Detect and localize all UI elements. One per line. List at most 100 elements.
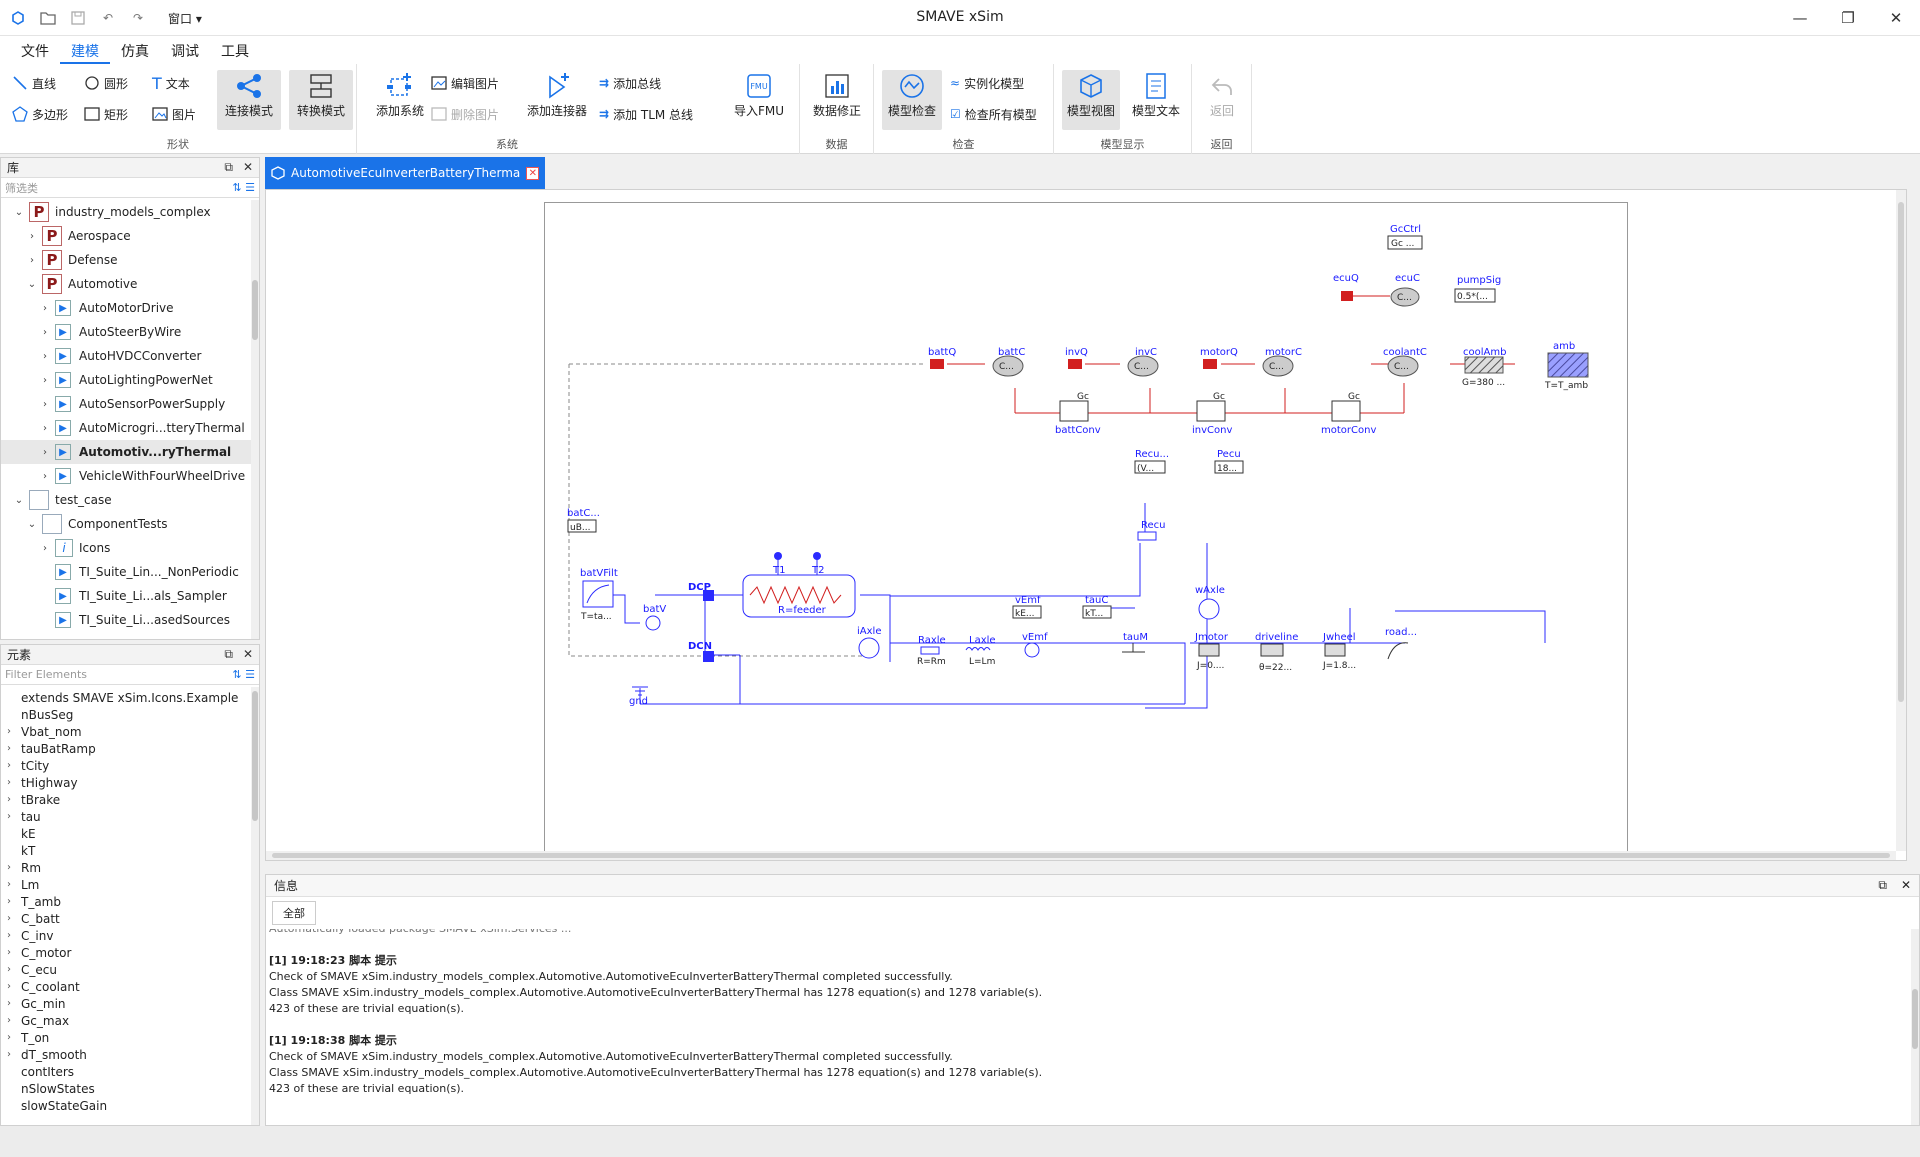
chevron-right-icon[interactable]: ›	[43, 374, 47, 386]
add-tlm-bus-button[interactable]: ⇉添加 TLM 总线	[599, 107, 694, 122]
element-item[interactable]: ›C_batt	[1, 910, 259, 927]
info-tab-all[interactable]: 全部	[272, 901, 316, 925]
chevron-right-icon[interactable]: ›	[7, 1049, 11, 1060]
menu-simulation[interactable]: 仿真	[121, 44, 149, 60]
data-fix-button[interactable]: 数据修正	[806, 70, 868, 119]
chevron-down-icon[interactable]: ⌄	[14, 206, 24, 218]
chevron-right-icon[interactable]: ›	[7, 964, 11, 975]
chevron-right-icon[interactable]: ›	[43, 422, 47, 434]
elements-scrollbar[interactable]	[252, 691, 258, 821]
chevron-right-icon[interactable]: ›	[7, 998, 11, 1009]
model-check-button[interactable]: 模型检查	[882, 70, 942, 130]
element-item[interactable]: ›T_amb	[1, 893, 259, 910]
chevron-right-icon[interactable]: ›	[7, 896, 11, 907]
chevron-right-icon[interactable]: ›	[7, 862, 11, 873]
close-panel-icon[interactable]: ✕	[242, 647, 253, 661]
minimize-button[interactable]: —	[1792, 9, 1808, 27]
element-item[interactable]: ›C_inv	[1, 927, 259, 944]
circle-tool[interactable]: 圆形	[84, 72, 128, 94]
element-item[interactable]: kE	[1, 825, 259, 842]
element-item[interactable]: ›Gc_max	[1, 1012, 259, 1029]
library-item[interactable]: ⌄test_case	[1, 488, 259, 512]
chevron-right-icon[interactable]: ›	[43, 350, 47, 362]
chevron-right-icon[interactable]: ›	[7, 777, 11, 788]
open-folder-icon[interactable]	[38, 8, 58, 28]
instantiate-model-button[interactable]: ≈实例化模型	[950, 76, 1025, 91]
chevron-right-icon[interactable]: ›	[7, 811, 11, 822]
element-item[interactable]: ›Gc_min	[1, 995, 259, 1012]
save-icon[interactable]	[68, 8, 88, 28]
menu-debug[interactable]: 调试	[171, 44, 199, 60]
delete-image-button[interactable]: 删除图片	[431, 103, 499, 125]
connect-mode-button[interactable]: 连接模式	[217, 70, 281, 130]
library-item[interactable]: ›▶AutoMotorDrive	[1, 296, 259, 320]
transform-mode-button[interactable]: 转换模式	[289, 70, 353, 130]
library-item[interactable]: ⌄ComponentTests	[1, 512, 259, 536]
window-menu[interactable]: 窗口 ▾	[168, 11, 202, 26]
float-panel-icon[interactable]: ⧉	[1878, 878, 1887, 892]
element-item[interactable]: ›Lm	[1, 876, 259, 893]
canvas-hscrollbar[interactable]	[272, 853, 1890, 858]
add-system-button[interactable]: 添加系统	[365, 70, 435, 119]
chevron-right-icon[interactable]: ›	[7, 947, 11, 958]
element-item[interactable]: nBusSeg	[1, 706, 259, 723]
element-item[interactable]: ›tHighway	[1, 774, 259, 791]
model-view-button[interactable]: 模型视图	[1062, 70, 1120, 130]
element-item[interactable]: ›C_motor	[1, 944, 259, 961]
library-item[interactable]: ›▶AutoLightingPowerNet	[1, 368, 259, 392]
filter-options-icon[interactable]: ⇅ ☰	[232, 181, 255, 194]
image-tool[interactable]: 图片	[152, 103, 196, 125]
redo-icon[interactable]: ↷	[132, 11, 144, 25]
library-item[interactable]: ›▶AutoHVDCConverter	[1, 344, 259, 368]
float-panel-icon[interactable]: ⧉	[224, 647, 233, 661]
chevron-right-icon[interactable]: ›	[30, 230, 34, 242]
canvas-vscrollbar[interactable]	[1898, 202, 1904, 702]
add-bus-button[interactable]: ⇉添加总线	[599, 76, 662, 91]
rect-tool[interactable]: 矩形	[84, 103, 128, 125]
chevron-right-icon[interactable]: ›	[7, 760, 11, 771]
check-all-models-button[interactable]: ☑检查所有模型	[950, 107, 1037, 122]
library-item[interactable]: ›▶AutoMicrogri...tteryThermal	[1, 416, 259, 440]
model-diagram[interactable]: GcCtrl Gc ... ecuQ ecuC C... pumpSig 0.5…	[545, 203, 1629, 855]
back-button[interactable]: 返回	[1194, 70, 1250, 119]
close-panel-icon[interactable]: ✕	[1900, 878, 1911, 892]
library-item[interactable]: ›▶AutoSensorPowerSupply	[1, 392, 259, 416]
element-item[interactable]: slowStateGain	[1, 1097, 259, 1114]
element-item[interactable]: ›tCity	[1, 757, 259, 774]
chevron-right-icon[interactable]: ›	[7, 726, 11, 737]
element-item[interactable]: contIters	[1, 1063, 259, 1080]
library-item[interactable]: ▶TI_Suite_Li...asedSources	[1, 608, 259, 632]
element-item[interactable]: ›Vbat_nom	[1, 723, 259, 740]
chevron-down-icon[interactable]: ⌄	[14, 494, 24, 506]
element-item[interactable]: ›Rm	[1, 859, 259, 876]
element-item[interactable]: ›T_on	[1, 1029, 259, 1046]
element-item[interactable]: ›tau	[1, 808, 259, 825]
element-item[interactable]: ›C_ecu	[1, 961, 259, 978]
menu-tools[interactable]: 工具	[221, 44, 249, 60]
model-text-button[interactable]: 模型文本	[1126, 70, 1186, 119]
element-item[interactable]: nSlowStates	[1, 1080, 259, 1097]
tab-model[interactable]: AutomotiveEcuInverterBatteryTherma ✕	[265, 157, 546, 189]
element-item[interactable]: ›dT_smooth	[1, 1046, 259, 1063]
chevron-right-icon[interactable]: ›	[7, 913, 11, 924]
edit-image-button[interactable]: 编辑图片	[431, 72, 499, 94]
info-scrollbar[interactable]	[1912, 989, 1918, 1049]
library-item[interactable]: ▶TI_Suite_Li...als_Sampler	[1, 584, 259, 608]
elements-filter-input[interactable]: Filter Elements	[5, 668, 88, 681]
library-scrollbar[interactable]	[252, 280, 258, 340]
chevron-right-icon[interactable]: ›	[30, 254, 34, 266]
chevron-right-icon[interactable]: ›	[43, 542, 47, 554]
filter-options-icon[interactable]: ⇅ ☰	[232, 668, 255, 681]
library-item[interactable]: ›▶AutoSteerByWire	[1, 320, 259, 344]
polygon-tool[interactable]: 多边形	[12, 103, 68, 125]
add-connector-button[interactable]: 添加连接器	[523, 70, 591, 119]
chevron-right-icon[interactable]: ›	[43, 470, 47, 482]
element-item[interactable]: kT	[1, 842, 259, 859]
chevron-right-icon[interactable]: ›	[43, 398, 47, 410]
chevron-right-icon[interactable]: ›	[7, 981, 11, 992]
